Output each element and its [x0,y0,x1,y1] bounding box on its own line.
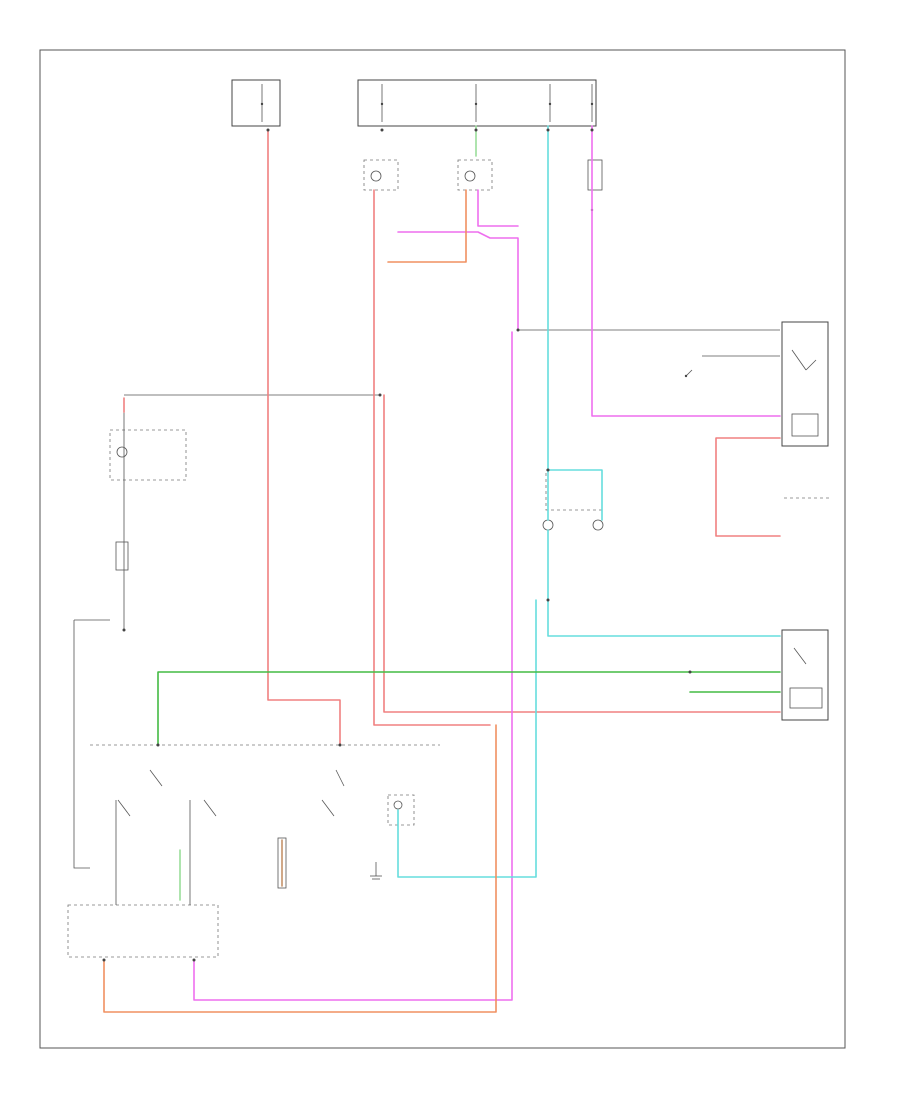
wire-cyan-lamps [547,469,603,521]
wire-green-main [157,671,781,746]
ground-symbol-1 [370,862,382,880]
ground-symbol-2 [684,369,693,378]
wire-orange-top [387,189,467,263]
wire-pink-down [193,331,513,1001]
left-headlamp [363,159,399,191]
wire-pink-crossover [397,231,519,331]
wire-pink-upper [477,189,519,227]
indicator-lamps [542,469,604,531]
combination-switch [67,744,440,958]
wire-orange-bottom [103,724,497,1013]
wire-switch-link [115,800,191,905]
right-headlamp [457,159,493,191]
wire-cyan-relay [547,529,781,637]
wire-red-long [373,189,491,726]
fuse-link [587,159,603,212]
fuse-box-left [231,79,281,127]
lower-relay [781,629,829,721]
diagram-frame [39,49,846,1049]
warning-lamp-stack [109,429,187,571]
fuse-box-right [357,79,597,127]
junction-dots [102,128,692,962]
upper-relay [781,321,829,447]
wire-red-relay [715,437,781,537]
wire-left-branch [73,619,110,869]
wire-cyan-dimmer [397,599,537,878]
dimmer-switch [387,794,415,826]
wire-red-right [383,394,781,713]
wire-pink-main [591,125,781,417]
wire-red-main [267,129,341,746]
